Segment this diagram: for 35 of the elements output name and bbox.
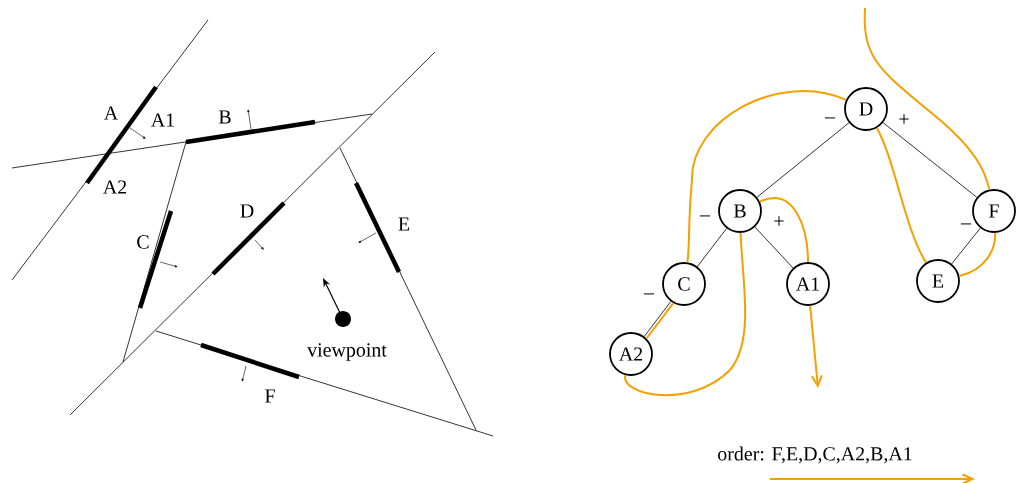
label: B [218,110,231,124]
tree-edge [696,227,728,267]
edge-label: + [774,216,784,226]
tree-node: B [718,189,762,233]
label: A2 [103,180,127,194]
label: D [240,204,254,218]
traversal-path [809,304,823,388]
edge-label: – [960,223,972,225]
label: A [104,106,119,120]
tree-edge [754,226,794,269]
edge-label: + [899,114,909,124]
traversal-path [624,231,747,396]
tree-node: A2 [609,332,653,376]
traversal-path [875,127,928,264]
traversal-path [686,90,848,264]
traversal-path [758,197,809,264]
edge-label: – [824,117,836,119]
label: viewpoint [307,343,387,361]
label: order: F,E,D,C,A2,B,A1 [718,446,912,464]
tree-node: C [662,262,706,306]
label: E [398,217,410,231]
edge-label: – [643,293,655,295]
label: C [137,235,149,249]
label: F [265,389,275,403]
tree-edge [951,227,981,265]
tree-node: A1 [786,262,830,306]
tree-node: D [844,87,888,131]
traversal-path [958,231,997,277]
tree-node: F [972,189,1016,233]
tree-edge [756,122,850,198]
label: A1 [151,113,174,127]
tree-edge [882,122,978,198]
traversal-path [863,7,991,191]
edge-label: – [699,215,711,217]
tree-node: E [916,259,960,303]
